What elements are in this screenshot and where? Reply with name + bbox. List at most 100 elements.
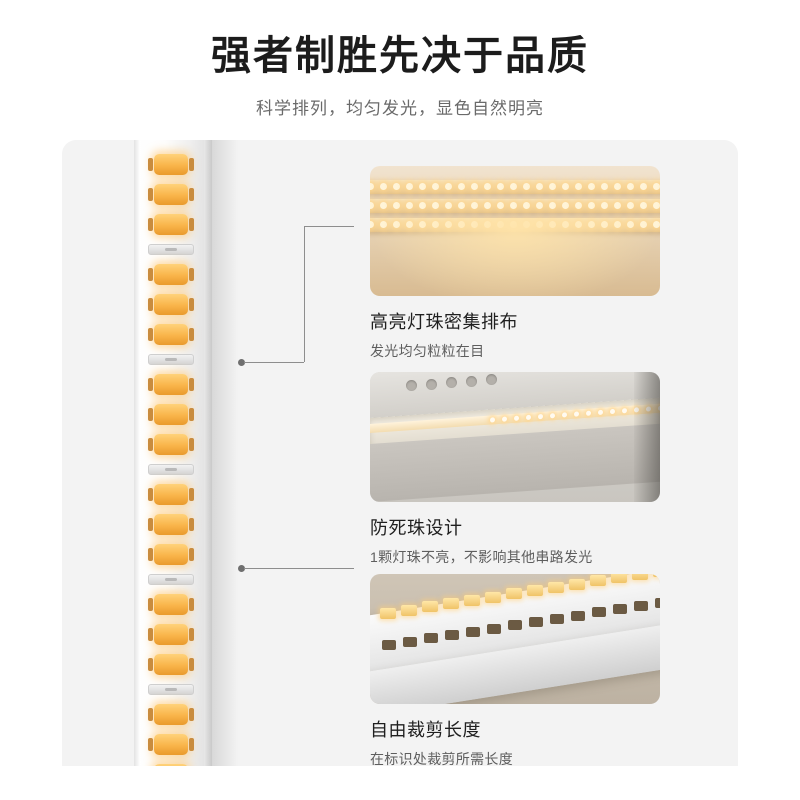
led-dot <box>549 183 556 190</box>
feature-desc-3: 在标识处裁剪所需长度 <box>370 751 513 766</box>
strip-edge-left <box>134 140 140 766</box>
resistor-chip <box>634 600 648 611</box>
led-dot <box>640 202 647 209</box>
led-bead <box>148 154 194 175</box>
led-bead <box>148 294 194 315</box>
inner-led-dot <box>598 409 603 416</box>
led-dot <box>432 202 439 209</box>
inner-led-dot <box>490 417 495 423</box>
led-dot <box>458 183 465 190</box>
led-dot <box>406 183 413 190</box>
channel-hole <box>486 374 497 386</box>
led-chip <box>464 594 480 606</box>
inner-led-dot <box>526 414 531 421</box>
led-dot <box>536 202 543 209</box>
led-dot <box>588 183 595 190</box>
led-dot <box>406 202 413 209</box>
led-bead <box>148 484 194 505</box>
channel-hole <box>446 377 457 389</box>
resistor-chip <box>571 610 585 621</box>
led-dot <box>380 183 387 190</box>
strip-drop-shadow <box>212 140 238 766</box>
led-chip <box>380 608 396 619</box>
led-bead <box>148 734 194 755</box>
led-dot <box>497 202 504 209</box>
led-dot <box>640 183 647 190</box>
led-chip <box>401 604 417 616</box>
led-dot <box>627 183 634 190</box>
led-dot <box>393 183 400 190</box>
resistor-chip <box>508 620 522 631</box>
resistor-chip <box>550 613 564 624</box>
channel-right-shadow <box>634 372 660 502</box>
inner-led-dot <box>586 410 591 416</box>
led-dot <box>370 183 374 190</box>
page-subtitle: 科学排列，均匀发光，显色自然明亮 <box>256 99 544 118</box>
feature-title-3: 自由裁剪长度 <box>370 720 481 740</box>
led-bead <box>148 544 194 565</box>
inner-led-dot <box>550 413 555 419</box>
led-bead <box>148 594 194 615</box>
connector-elbow-1 <box>304 226 305 362</box>
led-dot <box>588 202 595 209</box>
led-bead <box>148 514 194 535</box>
led-bead <box>148 434 194 455</box>
led-dot <box>370 202 374 209</box>
led-dot <box>562 183 569 190</box>
cut-mark <box>165 688 177 691</box>
led-strip-vertical <box>62 140 212 766</box>
resistor-chip <box>487 623 501 634</box>
led-dot-row-2 <box>370 199 660 213</box>
led-dot <box>601 202 608 209</box>
cut-mark <box>165 248 177 251</box>
connector-dot-2 <box>238 565 245 572</box>
feature-title-1: 高亮灯珠密集排布 <box>370 312 518 332</box>
feature-title-2: 防死珠设计 <box>370 518 463 538</box>
feature-desc-1: 发光均匀粒粒在目 <box>370 343 485 359</box>
led-glow-spill <box>370 218 660 296</box>
led-dot <box>497 183 504 190</box>
led-dot <box>549 202 556 209</box>
resistor-chip <box>445 630 459 641</box>
led-chip <box>443 598 459 610</box>
led-chip <box>485 591 501 603</box>
led-dot <box>445 183 452 190</box>
led-dot <box>380 202 387 209</box>
led-chip <box>590 575 606 587</box>
feature-image-3 <box>370 574 660 704</box>
led-dot <box>523 183 530 190</box>
inner-led-dot <box>502 416 507 422</box>
led-bead <box>148 654 194 675</box>
led-dot <box>419 202 426 209</box>
led-dot <box>653 183 660 190</box>
led-bead <box>148 624 194 645</box>
resistor-chip <box>382 640 396 650</box>
led-dot <box>614 183 621 190</box>
led-bead <box>148 324 194 345</box>
led-dot <box>627 202 634 209</box>
led-dot <box>445 202 452 209</box>
led-chip <box>569 578 585 590</box>
strip-edge-right <box>204 140 212 766</box>
resistor-chip <box>424 633 438 644</box>
led-bead <box>148 214 194 235</box>
inner-led-dot <box>514 415 519 421</box>
feature-image-2 <box>370 372 660 502</box>
led-dot <box>484 183 491 190</box>
led-chip <box>632 574 648 580</box>
led-chip <box>422 601 438 613</box>
led-bead <box>148 184 194 205</box>
led-chip <box>653 574 660 577</box>
led-bead <box>148 374 194 395</box>
led-chip <box>611 574 627 584</box>
resistor-chip <box>655 597 660 608</box>
led-dot <box>471 202 478 209</box>
resistor-chip <box>592 607 606 618</box>
feature-image-1 <box>370 166 660 296</box>
feature-block-3: 自由裁剪长度 在标识处裁剪所需长度 <box>370 574 660 766</box>
inner-led-dot <box>574 411 579 417</box>
connector-line-1a <box>244 362 304 363</box>
led-dot <box>536 183 543 190</box>
led-bead <box>148 704 194 725</box>
resistor-chip <box>613 604 627 615</box>
